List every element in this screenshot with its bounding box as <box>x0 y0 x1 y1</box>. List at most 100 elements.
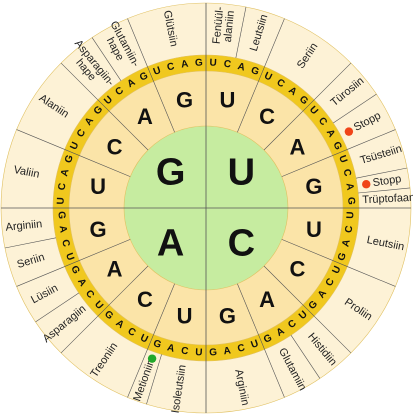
third-base-letter: A <box>223 345 232 357</box>
first-base-letter: C <box>228 222 255 264</box>
third-base-letter: U <box>262 70 273 83</box>
second-base-divider <box>263 99 315 151</box>
third-base-letter: C <box>180 345 189 357</box>
third-base-letter: G <box>55 211 66 220</box>
third-base-letter: U <box>138 333 149 346</box>
first-base-letter: A <box>157 222 184 264</box>
second-base-divider <box>281 149 348 177</box>
third-base-letter: C <box>75 128 88 140</box>
amino-acid-divider <box>35 292 79 323</box>
second-base-letter: A <box>137 104 153 129</box>
third-base-letter: C <box>275 77 287 90</box>
first-base-letter: G <box>156 152 186 194</box>
second-base-letter: A <box>290 134 306 159</box>
amino-acid-divider <box>313 62 352 101</box>
second-base-letter: C <box>137 287 153 312</box>
third-base-letter: U <box>209 58 217 69</box>
start-codon-dot <box>147 354 157 363</box>
third-base-letter: U <box>336 154 349 165</box>
third-base-letter: A <box>236 61 246 73</box>
third-base-letter: G <box>249 65 260 78</box>
amino-acid-divider <box>264 18 285 67</box>
third-base-letter: A <box>275 326 287 339</box>
amino-acid-label: Trüptofaan <box>362 192 413 207</box>
amino-acid-label: Fenüül-alaniin <box>211 6 238 46</box>
second-base-letter: U <box>90 174 106 199</box>
third-base-letter: A <box>126 77 138 90</box>
third-base-letter: C <box>343 225 355 234</box>
third-base-letter: A <box>75 277 88 289</box>
third-base-letter: U <box>152 65 163 78</box>
second-base-letter: C <box>290 257 306 282</box>
amino-acid-divider <box>4 237 56 249</box>
amino-acid-divider <box>347 129 396 150</box>
third-base-letter: A <box>57 225 69 234</box>
first-base-letters: UC AG <box>156 152 255 265</box>
amino-acid-divider <box>60 315 99 354</box>
third-base-letter: A <box>340 238 352 248</box>
third-base-letter: A <box>343 182 355 191</box>
second-base-divider <box>147 66 175 133</box>
third-base-letter: C <box>166 61 176 73</box>
third-base-letter: G <box>336 251 349 262</box>
amino-acid-divider <box>333 93 377 124</box>
third-base-letter: U <box>331 264 344 275</box>
divider-lines <box>1 3 411 413</box>
amino-acid-divider <box>290 335 321 379</box>
third-base-letter: U <box>68 140 81 151</box>
second-base-letter: G <box>176 88 193 113</box>
amino-acid-divider <box>60 62 99 101</box>
amino-acid-divider <box>127 349 148 398</box>
stop-codon-dot <box>362 180 371 189</box>
second-base-divider <box>64 239 131 267</box>
third-base-letter: G <box>68 264 81 276</box>
third-base-letter: C <box>324 277 337 289</box>
first-base-letter: U <box>228 152 255 194</box>
third-base-letter: C <box>340 168 352 178</box>
third-base-letter: G <box>330 140 343 152</box>
third-base-letter: C <box>59 238 71 248</box>
amino-acid-divider <box>356 167 408 179</box>
second-base-divider <box>147 283 175 350</box>
amino-acid-divider <box>358 187 411 194</box>
second-base-divider <box>237 283 265 350</box>
second-base-divider <box>64 149 131 177</box>
third-base-letter: U <box>63 252 76 263</box>
second-base-letter: G <box>90 217 107 242</box>
amino-acid-divider <box>91 37 122 81</box>
third-base-letter: A <box>59 168 71 178</box>
amino-acid-label: Arginiin <box>5 218 43 234</box>
third-base-letter: U <box>345 211 356 219</box>
third-base-letter: U <box>195 347 203 358</box>
third-base-letter: C <box>57 182 69 191</box>
amino-acid-divider <box>16 129 65 150</box>
third-base-letter: C <box>223 59 232 71</box>
codon-markers <box>147 127 371 363</box>
amino-acid-divider <box>127 18 148 67</box>
third-base-letter: G <box>262 332 274 345</box>
second-base-letter: C <box>107 134 123 159</box>
amino-acid-divider <box>264 349 285 398</box>
stop-codon-dot <box>344 127 354 136</box>
second-base-divider <box>263 265 315 317</box>
amino-acid-divider <box>235 6 247 58</box>
third-base-letter: A <box>166 342 176 354</box>
second-base-divider <box>97 265 149 317</box>
third-base-letter: A <box>180 59 189 71</box>
third-base-letter: C <box>236 342 246 354</box>
second-base-divider <box>281 239 348 267</box>
third-base-letter: C <box>126 326 138 339</box>
amino-acid-divider <box>347 266 396 287</box>
amino-acid-divider <box>16 266 65 287</box>
amino-acid-label: Valiin <box>13 164 41 181</box>
second-base-letter: U <box>306 217 322 242</box>
third-base-letter: U <box>250 338 261 351</box>
second-base-letter: U <box>220 88 236 113</box>
third-base-letter: G <box>195 57 204 68</box>
second-base-letter: U <box>177 303 193 328</box>
amino-acid-divider <box>313 315 352 354</box>
second-base-letter: G <box>305 174 322 199</box>
second-base-divider <box>97 99 149 151</box>
